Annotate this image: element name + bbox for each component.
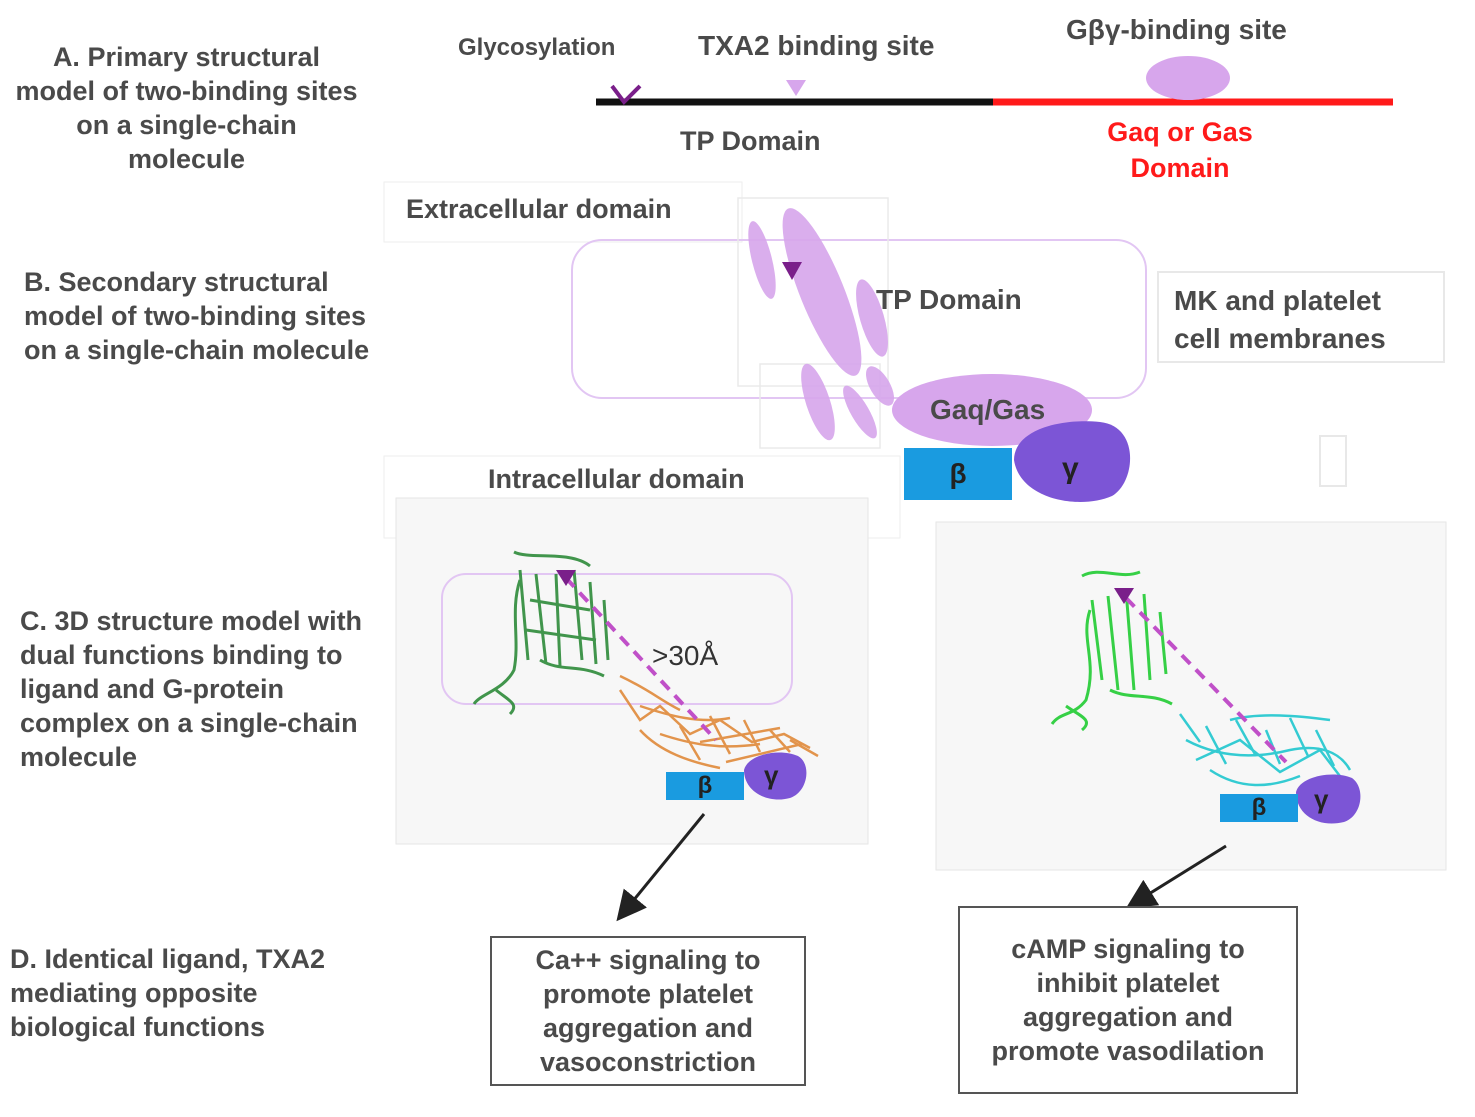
- membrane-label-box: [1157, 271, 1445, 363]
- green-protein-right: [1050, 570, 1173, 732]
- galpha-ellipse-secondary: [892, 374, 1092, 446]
- arrow-to-camp: [1125, 844, 1227, 909]
- left-membrane-outline: [441, 573, 793, 705]
- txa2-binding-site-label: TXA2 binding site: [698, 30, 935, 61]
- orange-protein-left: [618, 674, 819, 770]
- membrane-region: [571, 239, 1147, 399]
- gamma-label-left: γ: [764, 760, 779, 790]
- ligand-marker-right-icon: [1114, 588, 1134, 604]
- galpha-domain-line1: Gaq or Gas: [1107, 117, 1253, 147]
- gby-binding-site-label: Gβγ-binding site: [1066, 14, 1287, 45]
- green-protein-left: [472, 550, 610, 716]
- glycosylation-mark-icon: [610, 84, 642, 106]
- distance-line-left: [564, 576, 718, 742]
- camp-signaling-box: cAMP signaling to inhibit platelet aggre…: [958, 906, 1298, 1094]
- beta-block-left: β: [666, 772, 744, 800]
- arrow-to-ca: [616, 813, 706, 922]
- helix-frame-lower: [759, 363, 881, 449]
- beta-block-secondary: β: [904, 448, 1012, 500]
- gamma-blob-right: [1296, 774, 1361, 824]
- extracellular-box: [383, 181, 743, 243]
- gamma-label-right: γ: [1314, 784, 1329, 814]
- right-3d-panel: [935, 521, 1447, 871]
- ligand-marker-secondary-icon: [782, 262, 802, 280]
- transmembrane-helices: [748, 208, 894, 441]
- gby-site-ellipse: [1146, 56, 1230, 100]
- tp-domain-label-secondary: TP Domain: [876, 284, 1022, 315]
- camp-signaling-text: cAMP signaling to inhibit platelet aggre…: [991, 934, 1265, 1066]
- gamma-label-secondary: γ: [1062, 452, 1079, 485]
- beta-block-right: β: [1220, 794, 1298, 822]
- gamma-blob-secondary: [1014, 421, 1131, 502]
- section-a-label: A. Primary structural model of two-bindi…: [15, 42, 358, 174]
- ca-signaling-text: Ca++ signaling to promote platelet aggre…: [535, 945, 761, 1077]
- membrane-label-line2: cell membranes: [1174, 323, 1386, 354]
- section-b-label: B. Secondary structural model of two-bin…: [24, 267, 370, 365]
- ligand-marker-left-icon: [556, 570, 576, 586]
- membrane-label: MK and platelet cell membranes: [1174, 282, 1386, 358]
- intracellular-domain-label: Intracellular domain: [488, 464, 745, 494]
- galpha-domain-line2: Domain: [1130, 153, 1230, 183]
- txa2-site-marker-icon: [786, 80, 806, 96]
- distance-line-right: [1124, 596, 1288, 764]
- tp-domain-label-primary: TP Domain: [680, 126, 821, 156]
- ca-signaling-box: Ca++ signaling to promote platelet aggre…: [490, 936, 806, 1086]
- galpha-domain-label: Gaq or Gas Domain: [1080, 114, 1280, 186]
- blank-marker: [1319, 435, 1347, 487]
- distance-label: >30Å: [652, 640, 719, 671]
- galpha-label-secondary: Gaq/Gas: [930, 394, 1046, 425]
- section-c-label: C. 3D structure model with dual function…: [20, 606, 363, 772]
- gamma-blob-left: [744, 752, 807, 800]
- section-d-label: D. Identical ligand, TXA2 mediating oppo…: [10, 944, 326, 1042]
- membrane-label-line1: MK and platelet: [1174, 285, 1381, 316]
- glycosylation-label: Glycosylation: [458, 34, 616, 61]
- extracellular-domain-label: Extracellular domain: [406, 194, 672, 224]
